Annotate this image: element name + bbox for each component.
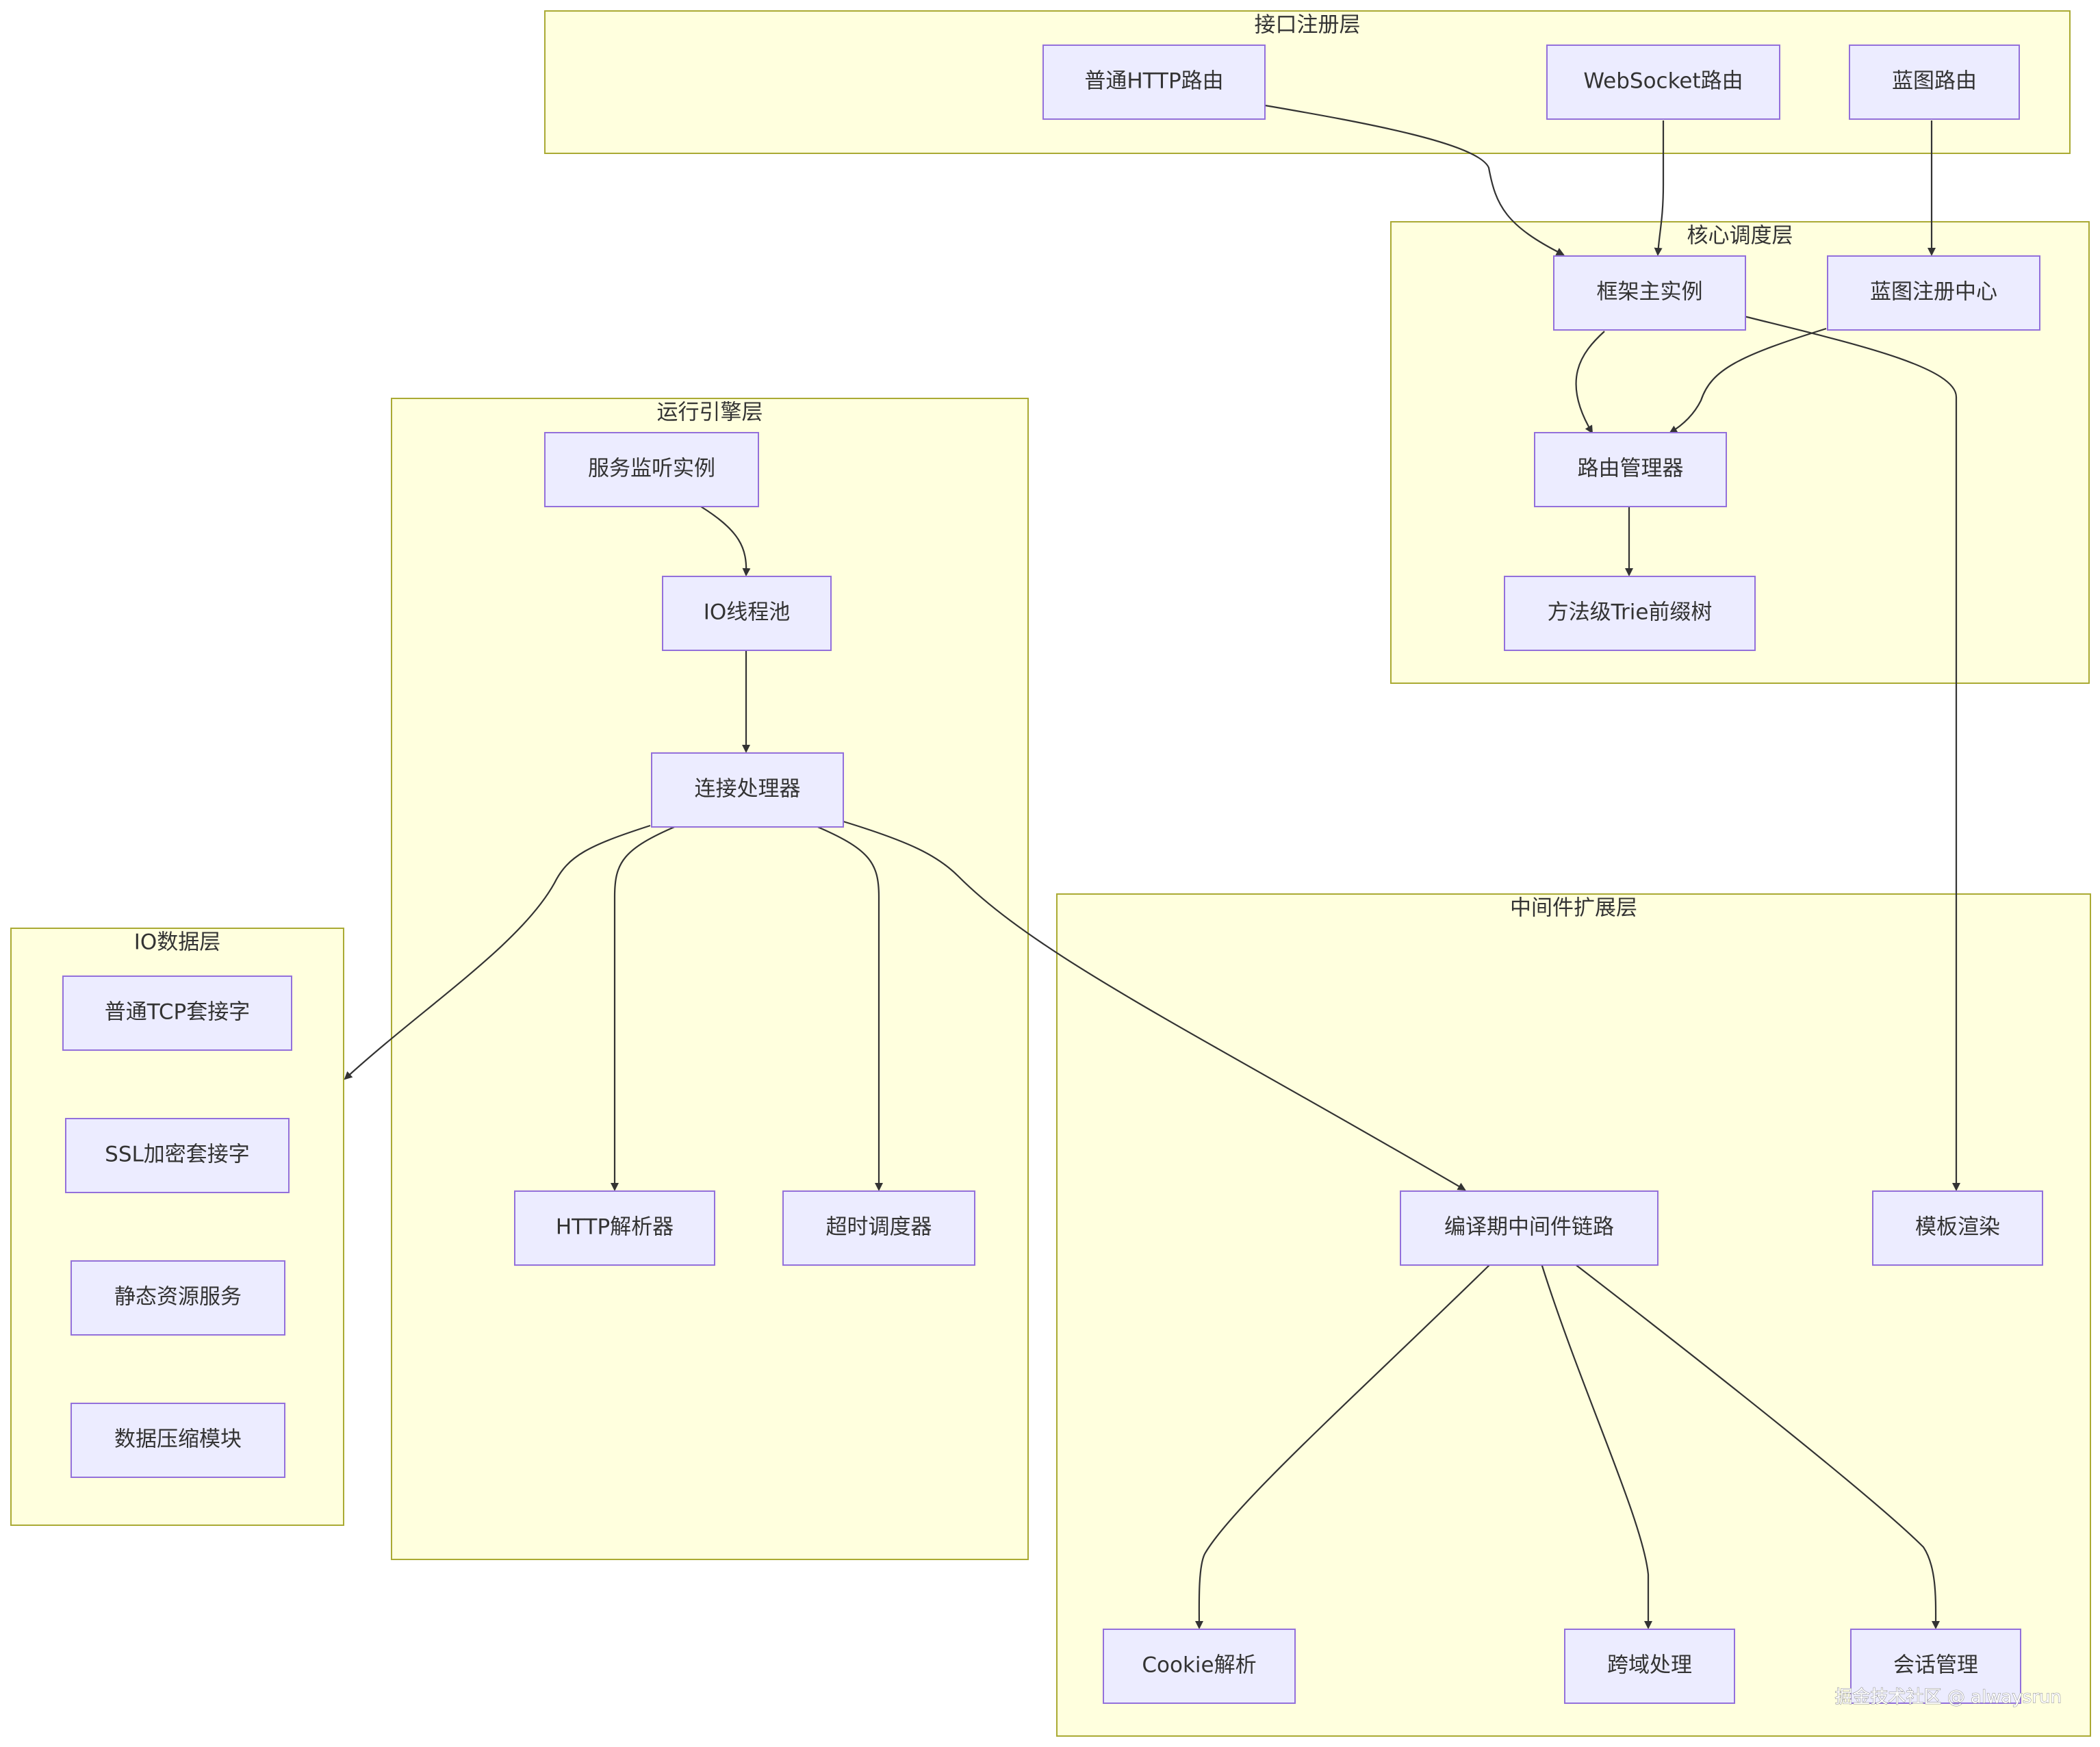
node-label: 静态资源服务 (114, 1285, 242, 1310)
edge-conn-handler-to-timeout-sched (814, 824, 883, 1191)
node-label: HTTP解析器 (556, 1215, 674, 1240)
edges (344, 104, 1960, 1629)
cluster-engine-layer: 运行引擎层 (391, 398, 1029, 1560)
node-blueprint-route: 蓝图路由 (1849, 44, 2020, 120)
cluster-label: 核心调度层 (1687, 224, 1793, 248)
edge-mw-chain-to-cors (1540, 1263, 1652, 1629)
node-label: 会话管理 (1893, 1653, 1978, 1678)
node-cookie-parse: Cookie解析 (1103, 1629, 1296, 1704)
cluster-label: IO数据层 (134, 930, 221, 955)
node-websocket-route: WebSocket路由 (1546, 44, 1780, 120)
node-template-render: 模板渲染 (1872, 1190, 2043, 1266)
node-label: WebSocket路由 (1583, 69, 1743, 94)
cluster-label: 接口注册层 (1255, 13, 1361, 38)
node-connection-handler: 连接处理器 (651, 752, 844, 828)
node-static-service: 静态资源服务 (71, 1260, 285, 1336)
node-label: 蓝图注册中心 (1870, 280, 1997, 305)
cluster-label: 运行引擎层 (657, 400, 763, 425)
node-label: Cookie解析 (1142, 1653, 1256, 1678)
edge-conn-handler-to-http-parser (611, 824, 678, 1191)
node-compress-module: 数据压缩模块 (71, 1403, 285, 1478)
node-label: 普通TCP套接字 (105, 1000, 250, 1025)
node-label: 跨域处理 (1607, 1653, 1692, 1678)
edge-conn-handler-to-mw-chain (843, 820, 1466, 1191)
node-label: 路由管理器 (1578, 457, 1684, 481)
node-main-instance: 框架主实例 (1553, 255, 1746, 331)
node-session: 会话管理 (1850, 1629, 2021, 1704)
node-label: 超时调度器 (826, 1215, 932, 1240)
node-timeout-scheduler: 超时调度器 (782, 1190, 975, 1266)
node-label: 模板渲染 (1915, 1215, 2000, 1240)
node-label: 方法级Trie前缀树 (1548, 600, 1713, 625)
node-middleware-chain: 编译期中间件链路 (1400, 1190, 1659, 1266)
cluster-middleware-layer: 中间件扩展层 (1056, 893, 2091, 1737)
node-label: 服务监听实例 (588, 457, 715, 481)
edge-http-route-to-main-instance (1264, 104, 1565, 255)
node-label: 编译期中间件链路 (1444, 1215, 1614, 1240)
node-io-pool: IO线程池 (662, 576, 832, 651)
watermark: 掘金技术社区 @ alwaysrun (1835, 1687, 2062, 1708)
node-label: 蓝图路由 (1892, 69, 1977, 94)
node-cors: 跨域处理 (1564, 1629, 1735, 1704)
node-http-route: 普通HTTP路由 (1042, 44, 1266, 120)
cluster-label: 中间件扩展层 (1510, 896, 1637, 921)
node-server-listen: 服务监听实例 (544, 432, 759, 507)
node-label: 数据压缩模块 (114, 1427, 242, 1452)
edge-conn-handler-to-io-layer (344, 824, 651, 1080)
node-label: SSL加密套接字 (105, 1143, 250, 1167)
node-router-manager: 路由管理器 (1534, 432, 1727, 507)
node-label: 连接处理器 (695, 777, 801, 802)
cluster-interface-layer: 接口注册层 (544, 10, 2071, 154)
node-blueprint-center: 蓝图注册中心 (1827, 255, 2040, 331)
node-label: IO线程池 (704, 600, 791, 625)
node-label: 框架主实例 (1597, 280, 1703, 305)
node-ssl-socket: SSL加密套接字 (65, 1118, 290, 1193)
edge-mw-chain-to-cookie (1194, 1263, 1491, 1629)
node-label: 普通HTTP路由 (1084, 69, 1223, 94)
edge-main-instance-to-template (1743, 315, 1960, 1191)
edge-server-listen-to-io-pool (700, 506, 751, 576)
node-tcp-socket: 普通TCP套接字 (62, 975, 292, 1051)
edge-bp-center-to-router-mgr (1669, 327, 1827, 434)
node-http-parser: HTTP解析器 (514, 1190, 715, 1266)
edge-mw-chain-to-session (1574, 1263, 1941, 1629)
edge-ws-route-to-main-instance (1654, 120, 1665, 256)
node-trie: 方法级Trie前缀树 (1504, 576, 1756, 651)
edge-main-instance-to-router-mgr (1575, 331, 1605, 434)
